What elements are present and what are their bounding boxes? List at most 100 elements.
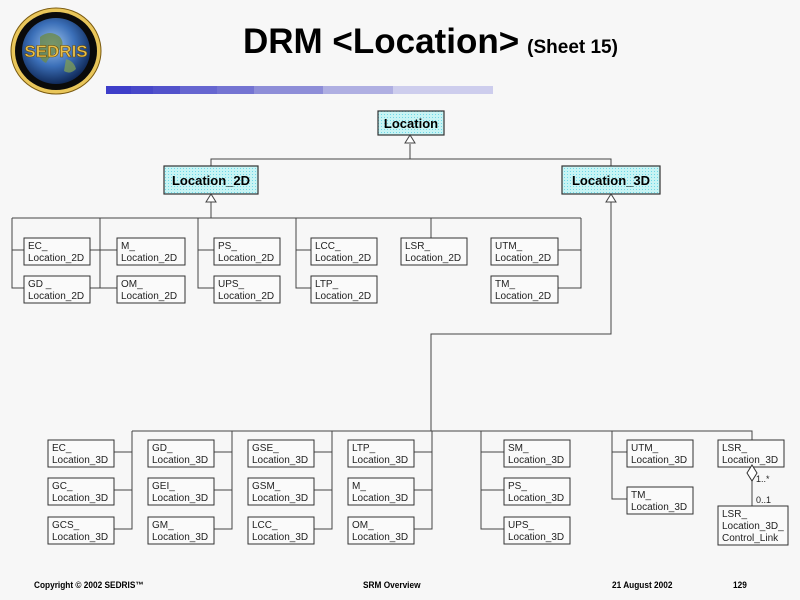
class-lcc-location-2d[interactable]: LCC_Location_2D [310,237,378,266]
class-label: LSR_ [722,443,747,454]
class-ups-location-2d[interactable]: UPS_Location_2D [213,275,281,304]
class-label: OM_ [352,520,374,531]
class-label: Location_3D [508,455,564,466]
connector-line [558,218,582,289]
class-gcs-location-3d[interactable]: GCS_Location_3D [47,516,115,545]
class-ps-location-2d[interactable]: PS_Location_2D [213,237,281,266]
class-om-location-2d[interactable]: OM_Location_2D [116,275,186,304]
class-ltp-location-2d[interactable]: LTP_Location_2D [310,275,378,304]
class-label: M_ [121,241,135,252]
class-label: Location_2D [121,253,177,264]
class-location-3d[interactable]: Location_3D [561,165,661,195]
class-location-2d[interactable]: Location_2D [163,165,259,195]
class-label: EC_ [52,443,72,454]
class-label: Location_3D [52,493,108,504]
class-label: Location_3D [572,173,650,188]
class-label: Location_3D_ [722,521,784,532]
class-ltp-location-3d[interactable]: LTP_Location_3D [347,439,415,468]
class-sm-location-3d[interactable]: SM_Location_3D [503,439,571,468]
class-label: Location_3D [52,532,108,543]
footer-title: SRM Overview [363,580,421,590]
multiplicity-label: 1..* [756,474,770,484]
connector-line [314,431,333,530]
class-label: Location_3D [252,532,308,543]
multiplicity-label: 0..1 [756,495,771,505]
accent-bar-segment [217,86,254,94]
class-ec-location-3d[interactable]: EC_Location_3D [47,439,115,468]
class-utm-location-2d[interactable]: UTM_Location_2D [490,237,559,266]
class-lsr-location-2d[interactable]: LSR_Location_2D [400,237,468,266]
generalization-arrow-icon [605,193,617,203]
class-label: Location_3D [352,493,408,504]
class-label: UTM_ [631,443,659,454]
class-label: LSR_ [722,509,747,520]
class-gd-location-3d[interactable]: GD_Location_3D [147,439,215,468]
sedris-logo: SEDRIS [10,7,102,95]
class-ps-location-3d[interactable]: PS_Location_3D [503,477,571,506]
class-label: GD_ [152,443,173,454]
class-label: Location_3D [152,493,208,504]
class-label: Location [384,116,438,131]
class-label: Location_2D [495,253,551,264]
class-label: Location_3D [631,502,687,513]
title-main: DRM <Location> [243,22,520,61]
generalization-arrow-icon [404,134,416,144]
class-label: LTP_ [315,279,339,290]
logo-text: SEDRIS [24,42,87,61]
connector-line [430,202,612,431]
connector-line [210,158,612,166]
class-gc-location-3d[interactable]: GC_Location_3D [47,477,115,506]
class-utm-location-3d[interactable]: UTM_Location_3D [626,439,694,468]
class-label: Location_2D [315,291,371,302]
connector-line [197,218,214,289]
class-om-location-3d[interactable]: OM_Location_3D [347,516,415,545]
footer-page-number: 129 [733,580,747,590]
class-label: LTP_ [352,443,376,454]
class-gsm-location-3d[interactable]: GSM_Location_3D [247,477,315,506]
class-label: Location_2D [218,291,274,302]
class-lsr-location-3d[interactable]: LSR_Location_3D [717,439,785,468]
class-tm-location-2d[interactable]: TM_Location_2D [490,275,559,304]
class-lcc-location-3d[interactable]: LCC_Location_3D [247,516,315,545]
class-lsr-location-3d-control-link[interactable]: LSR_Location_3D_Control_Link [717,505,789,546]
accent-bar-segment [106,86,131,94]
connector-line [295,218,311,289]
class-label: Location_2D [121,291,177,302]
class-label: UPS_ [508,520,535,531]
footer-copyright: Copyright © 2002 SEDRIS™ [34,580,144,590]
class-gd-location-2d[interactable]: GD _Location_2D [23,275,91,304]
class-label: Location_3D [252,493,308,504]
class-label: Location_3D [722,455,778,466]
accent-bar-segment [393,86,493,94]
class-m-location-2d[interactable]: M_Location_2D [116,237,186,266]
class-label: SM_ [508,443,529,454]
class-gei-location-3d[interactable]: GEI_Location_3D [147,477,215,506]
class-label: Location_2D [405,253,461,264]
class-label: Location_2D [315,253,371,264]
class-label: PS_ [218,241,237,252]
accent-bar-segment [323,86,393,94]
class-label: GEI_ [152,481,175,492]
class-gse-location-3d[interactable]: GSE_Location_3D [247,439,315,468]
class-label: Location_3D [52,455,108,466]
footer-date: 21 August 2002 [612,580,673,590]
class-label: PS_ [508,481,527,492]
accent-bar-segment [131,86,153,94]
class-label: Location_3D [631,455,687,466]
connector-line [414,431,433,530]
connector-line [114,431,133,530]
class-ec-location-2d[interactable]: EC_Location_2D [23,237,91,266]
class-label: TM_ [631,490,651,501]
accent-bar-segment [153,86,180,94]
class-location[interactable]: Location [377,110,445,136]
class-label: UPS_ [218,279,245,290]
connector-line [99,218,117,289]
class-ups-location-3d[interactable]: UPS_Location_3D [503,516,571,545]
class-tm-location-3d[interactable]: TM_Location_3D [626,486,694,515]
class-gm-location-3d[interactable]: GM_Location_3D [147,516,215,545]
class-m-location-3d[interactable]: M_Location_3D [347,477,415,506]
connector-line [214,431,233,530]
class-label: GCS_ [52,520,80,531]
class-label: Location_3D [152,532,208,543]
